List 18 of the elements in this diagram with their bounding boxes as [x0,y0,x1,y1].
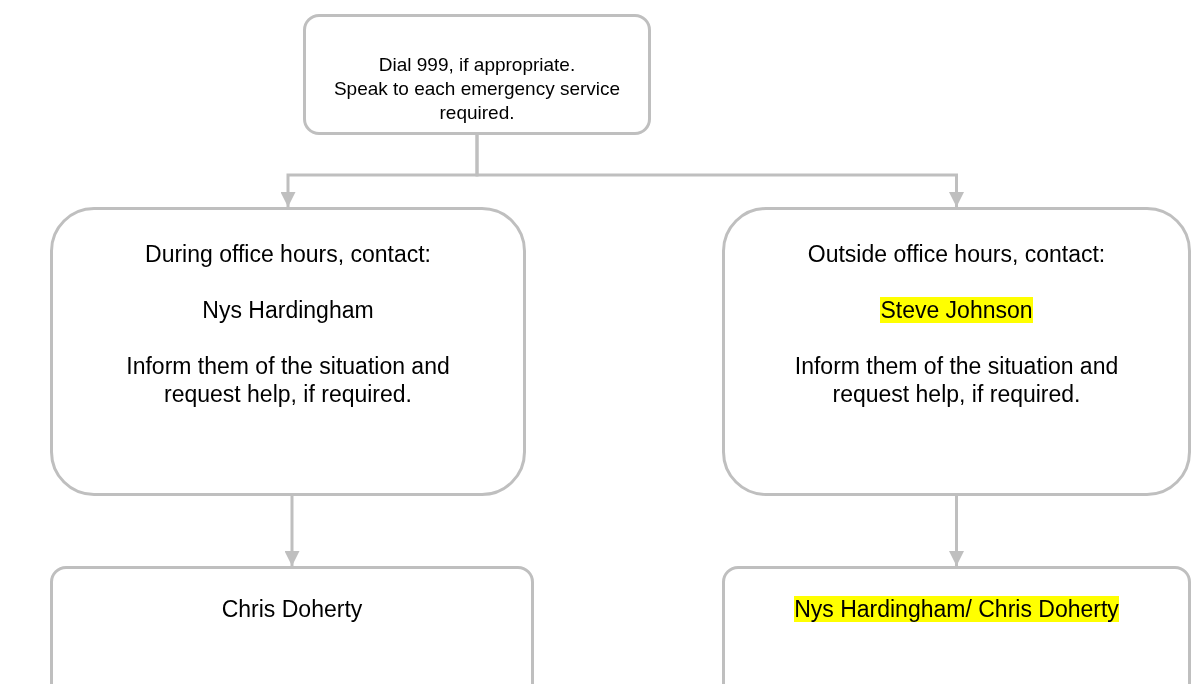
process-box [50,566,534,684]
highlighted-text: Nys Hardingham/ Chris Doherty [794,596,1119,622]
node-text: Nys Hardingham [202,296,374,323]
node-text: Inform them of the situation and request help, if required. [794,352,1119,408]
node-text: During office hours, contact: [145,241,431,267]
process-box [722,566,1191,684]
node-text: Outside office hours, contact: [807,241,1106,267]
process-box [722,207,1191,496]
node-text: Dial 999, if appropriate. [378,54,576,75]
arrow [475,135,964,207]
node-text: Speak to each emergency service required. [333,77,621,123]
arrow [284,496,300,566]
node-text: Chris Doherty [221,596,363,622]
process-box [303,14,651,135]
highlighted-text: Steve Johnson [880,296,1033,323]
process-box [50,207,526,496]
arrow [949,496,964,566]
node-text: Inform them of the situation and request help, if required. [126,352,450,408]
